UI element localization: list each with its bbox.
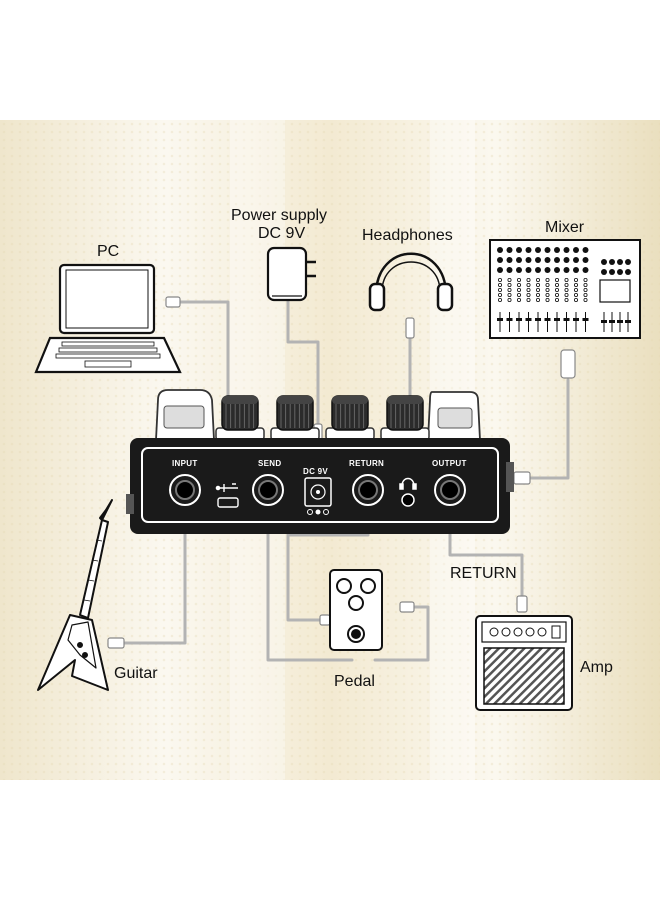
usb-icon — [215, 483, 238, 492]
return-jack-label: RETURN — [349, 459, 384, 468]
jack-send[interactable] — [252, 474, 284, 506]
headphone-jack-icon — [399, 477, 417, 490]
dc-jack-label: DC 9V — [303, 467, 328, 476]
pedal-out-cable — [286, 533, 430, 662]
control-knob[interactable] — [215, 395, 265, 441]
jack-output[interactable] — [434, 474, 466, 506]
mixer-channel-strip — [563, 247, 570, 332]
mixer-channel-strip — [535, 247, 541, 332]
pc-label: PC — [97, 243, 119, 260]
power-supply-voltage-label: DC 9V — [258, 225, 305, 242]
top-knobs — [155, 389, 481, 441]
mixer-channel-strip — [516, 247, 522, 332]
mixer-channels — [497, 247, 631, 332]
pedal-label: Pedal — [334, 673, 375, 690]
mixer-master-knob — [609, 259, 615, 332]
power-supply-label: Power supply — [231, 207, 327, 224]
laptop-icon — [34, 263, 182, 374]
mixer-channel-strip — [506, 247, 513, 332]
mixer-channel-strip — [582, 247, 589, 332]
power-cable — [286, 298, 320, 434]
return-cable-label: RETURN — [450, 565, 517, 582]
mixer-master-knob — [617, 259, 623, 332]
control-knob[interactable] — [380, 395, 430, 441]
effects-unit: INPUT SEND DC 9V RETURN OUTPUT — [126, 389, 514, 534]
usb-port[interactable] — [217, 497, 239, 508]
mixer-master-knob — [601, 259, 607, 332]
jack-return[interactable] — [352, 474, 384, 506]
mixer-channel-strip — [573, 247, 579, 332]
guitar-cable — [118, 503, 187, 645]
output-jack-label: OUTPUT — [432, 459, 467, 468]
mixer-channel-strip — [544, 247, 551, 332]
control-knob[interactable] — [270, 395, 320, 441]
amp-label: Amp — [580, 659, 613, 676]
mixer-label: Mixer — [545, 219, 585, 236]
input-jack-label: INPUT — [172, 459, 198, 468]
power-adapter-icon — [266, 246, 316, 302]
headphones-label: Headphones — [362, 227, 453, 244]
mixer-channel-strip — [554, 247, 560, 332]
mixer-channel-strip — [525, 247, 532, 332]
headphone-port[interactable] — [401, 493, 415, 507]
mixer-channel-strip — [497, 247, 503, 332]
send-jack-label: SEND — [258, 459, 281, 468]
control-knob[interactable] — [325, 395, 375, 441]
mixer-master-knob — [625, 259, 631, 332]
mixer-cable — [526, 378, 570, 480]
guitar-icon — [37, 499, 113, 691]
amp-icon — [475, 615, 573, 711]
mixer-icon — [489, 239, 641, 339]
guitar-label: Guitar — [114, 665, 158, 682]
headphones-icon — [368, 252, 454, 312]
send-cable — [266, 503, 354, 662]
pedal-icon — [329, 569, 383, 651]
dc-power-port[interactable] — [304, 477, 332, 515]
jack-input[interactable] — [169, 474, 201, 506]
